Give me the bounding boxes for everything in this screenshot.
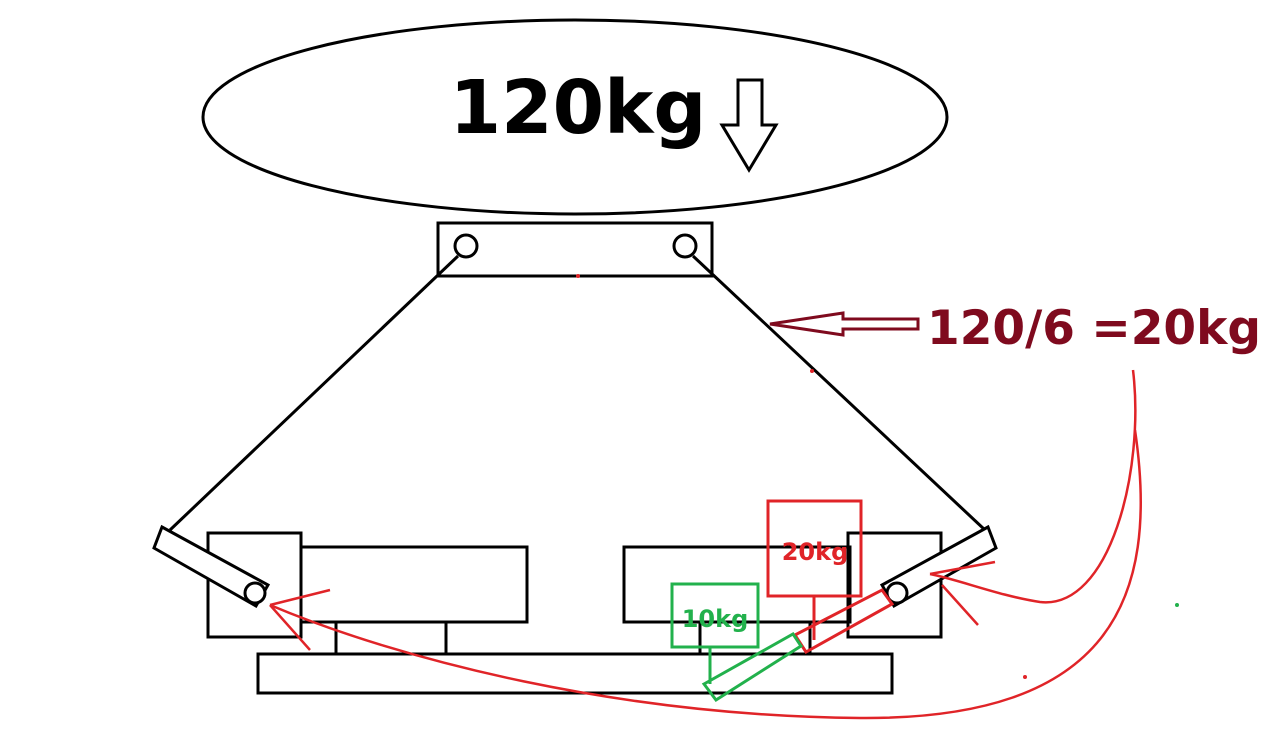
stray-dot <box>810 369 814 373</box>
left-arm <box>299 545 529 624</box>
right-lever-pin <box>885 581 909 605</box>
left-arrow-icon <box>769 311 920 337</box>
green-weight-box <box>670 582 760 649</box>
stray-dot <box>1175 603 1179 607</box>
left-lever-pin <box>243 581 267 605</box>
force-label: 120/6 =20kg <box>927 301 1261 356</box>
right-leg <box>691 254 987 532</box>
base-plate <box>256 652 894 695</box>
red-box-label: 20kg <box>782 538 849 566</box>
down-arrow-icon <box>719 78 779 173</box>
left-pivot <box>453 233 479 259</box>
green-lever <box>701 632 804 703</box>
stray-dot <box>576 274 580 278</box>
red-leader-curve-1 <box>929 369 1137 604</box>
red-arrowhead-1 <box>929 560 996 626</box>
right-block <box>846 531 943 639</box>
right-lever <box>879 524 998 609</box>
load-ellipse <box>201 18 949 216</box>
stray-dot <box>1023 675 1027 679</box>
left-lever <box>152 524 271 609</box>
green-box-label: 10kg <box>682 605 749 633</box>
right-pivot <box>672 233 698 259</box>
left-leg <box>168 254 460 532</box>
red-leader-curve-2 <box>269 429 1142 720</box>
red-arrowhead-2 <box>269 588 331 651</box>
top-bracket <box>436 221 714 278</box>
load-label: 120kg <box>450 65 707 151</box>
